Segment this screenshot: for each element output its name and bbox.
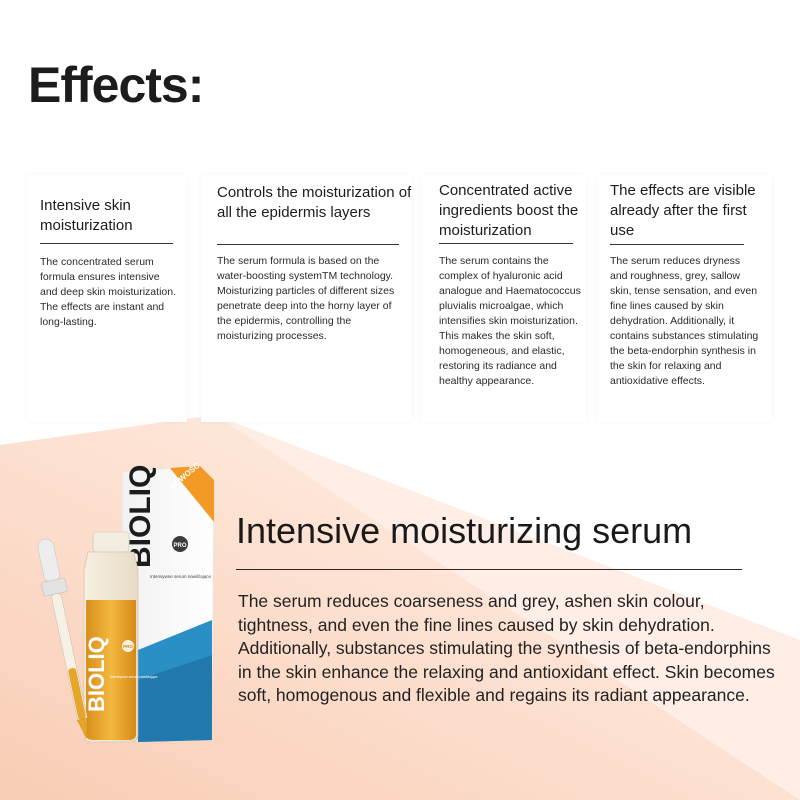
box-pro-badge: [172, 536, 188, 552]
effect-card-title: Concentrated active ingredients boost th…: [439, 182, 579, 239]
effect-card-title: Controls the moisturization of all the e…: [217, 184, 412, 221]
card-divider: [610, 244, 744, 245]
card-divider: [217, 244, 399, 245]
box-subtitle-text: Intensywne serum nawilżające: [150, 574, 212, 579]
serum-bottle: BIOLIQ PRO Intensywne serum nawilżające: [83, 531, 158, 743]
product-title: Intensive moisturizing serum: [236, 510, 693, 551]
effect-card-title: Intensive skin moisturization: [40, 197, 133, 234]
card-divider: [439, 243, 573, 244]
bottle-label-text: Intensywne serum nawilżające: [110, 675, 158, 679]
box-brand-text: BIOLIQ: [124, 465, 157, 568]
product-title-divider: [236, 569, 742, 570]
product-image: BIOLIQ PRO NOWOŚĆ Intensywne serum nawil…: [37, 461, 215, 743]
bottle-pro-text: PRO: [123, 644, 133, 649]
effect-card-text: The serum contains the complex of hyalur…: [439, 255, 581, 387]
effect-card-4: The effects are visible already after th…: [597, 175, 772, 422]
card-divider: [40, 243, 173, 244]
effect-card-2: Controls the moisturization of all the e…: [201, 175, 412, 422]
bottle-pro-badge: [122, 640, 134, 652]
effect-card-3: Concentrated active ingredients boost th…: [421, 175, 586, 422]
effect-card-text: The concentrated serum formula ensures i…: [40, 256, 176, 328]
product-description: The serum reduces coarseness and grey, a…: [238, 591, 775, 705]
product-box: BIOLIQ PRO NOWOŚĆ Intensywne serum nawil…: [121, 461, 215, 743]
effect-card-text: The serum formula is based on the water-…: [217, 255, 395, 342]
bottle-brand-text: BIOLIQ: [84, 636, 109, 712]
effect-card-text: The serum reduces dryness and roughness,…: [610, 255, 759, 387]
box-pro-text: PRO: [173, 543, 186, 549]
effect-card-title: The effects are visible already after th…: [610, 182, 756, 239]
page-title: Effects:: [28, 57, 204, 113]
dropper-pipette: [37, 538, 88, 739]
effect-card-1: Intensive skin moisturization The concen…: [27, 175, 187, 422]
